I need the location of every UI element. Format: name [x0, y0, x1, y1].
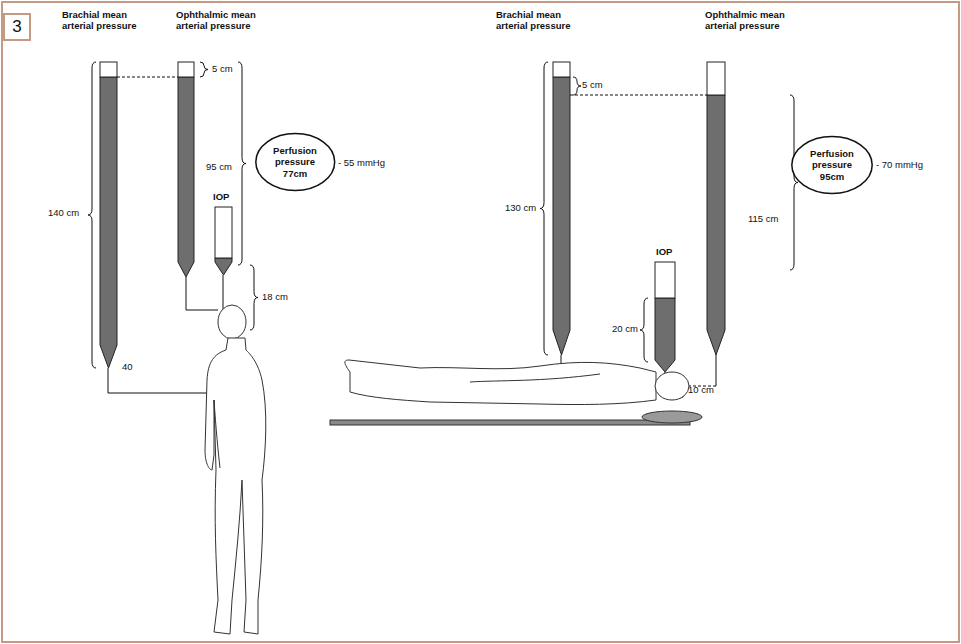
dimension-label: 10 cm — [688, 385, 714, 396]
connection-lines — [108, 77, 716, 393]
column-label: Ophthalmic mean arterial pressure — [705, 10, 787, 32]
column-label: Ophthalmic mean arterial pressure — [176, 10, 258, 32]
dimension-brace — [790, 95, 798, 270]
dimension-label: - 70 mmHg — [876, 160, 923, 171]
pressure-column — [215, 258, 232, 275]
dimension-brace — [640, 298, 648, 362]
figure-number-box: 3 — [3, 13, 31, 41]
pressure-column — [178, 77, 194, 277]
column-cap — [100, 62, 117, 77]
dimension-label: 20 cm — [612, 324, 638, 335]
pressure-columns — [100, 62, 725, 372]
dimension-brace — [540, 62, 548, 355]
ellipse-text: Perfusion pressure 77cm — [270, 145, 320, 179]
human-figures — [205, 305, 702, 634]
dimension-label: 5 cm — [212, 64, 233, 75]
dimension-label: 40 — [122, 362, 133, 373]
ellipse-shape — [792, 137, 872, 194]
dimension-label: 5 cm — [582, 80, 603, 91]
column-label: Brachial mean arterial pressure — [496, 10, 576, 32]
column-cap — [655, 262, 675, 298]
pressure-column — [655, 298, 675, 372]
column-label: IOP — [656, 247, 672, 258]
dimension-brace — [88, 62, 96, 368]
dimension-label: 115 cm — [748, 214, 778, 225]
ellipse-text: Perfusion pressure 95cm — [807, 148, 857, 182]
dimension-label: - 55 mmHg — [338, 158, 385, 169]
dimension-label: 140 cm — [48, 208, 79, 219]
column-cap — [178, 62, 194, 77]
column-label: Brachial mean arterial pressure — [62, 10, 142, 32]
pressure-column — [707, 95, 725, 355]
column-label: IOP — [213, 192, 229, 203]
dimension-label: 18 cm — [262, 292, 288, 303]
ellipse-shape — [256, 134, 335, 191]
dimension-brace — [200, 62, 208, 77]
dimension-braces — [88, 62, 798, 398]
dimension-brace — [250, 265, 258, 330]
pressure-column — [100, 77, 117, 368]
column-cap — [707, 62, 725, 95]
column-cap — [553, 62, 570, 77]
figure-number: 3 — [12, 17, 21, 37]
dimension-brace — [238, 62, 246, 265]
dimension-brace — [573, 77, 581, 95]
perfusion-ellipse: Perfusion pressure 95cm — [791, 136, 873, 194]
pressure-column — [553, 77, 570, 355]
column-cap — [215, 207, 232, 258]
perfusion-ellipse: Perfusion pressure 77cm — [255, 133, 336, 191]
dimension-label: 95 cm — [206, 162, 232, 173]
dimension-label: 130 cm — [505, 203, 536, 214]
